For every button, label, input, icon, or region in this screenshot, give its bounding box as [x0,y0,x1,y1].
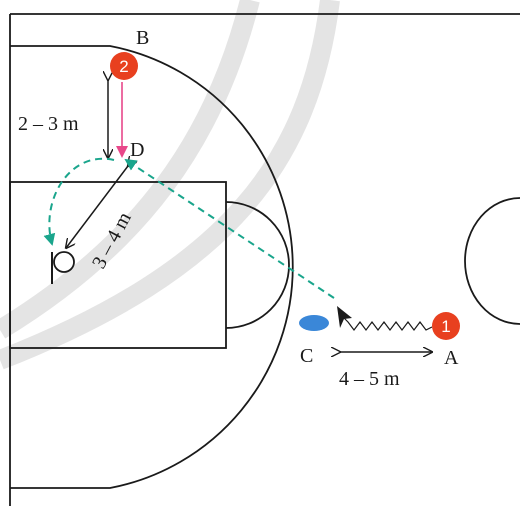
measure-ca: 4 – 5 m [339,368,400,390]
court-lines [9,13,520,506]
player-one-number: 1 [441,317,450,336]
dribble-arrow-icon [337,306,352,328]
three-point-line [10,45,294,489]
dribble-line [343,317,433,331]
label-c: C [300,345,313,367]
label-a: A [444,347,459,369]
measure-bd: 2 – 3 m [18,113,79,135]
pass-line [124,158,335,299]
watermark [0,0,340,370]
label-d: D [130,139,144,161]
cone-icon [299,315,329,331]
player-one-marker: 1 [432,312,460,340]
center-circle [464,197,520,325]
player-two-marker: 2 [110,52,138,80]
basket-icon [51,251,75,284]
label-b: B [136,27,149,49]
free-throw-circle [225,201,290,329]
player-two-number: 2 [119,57,128,76]
drive-line [43,157,115,246]
d-basket-distance-arrow [66,166,128,248]
